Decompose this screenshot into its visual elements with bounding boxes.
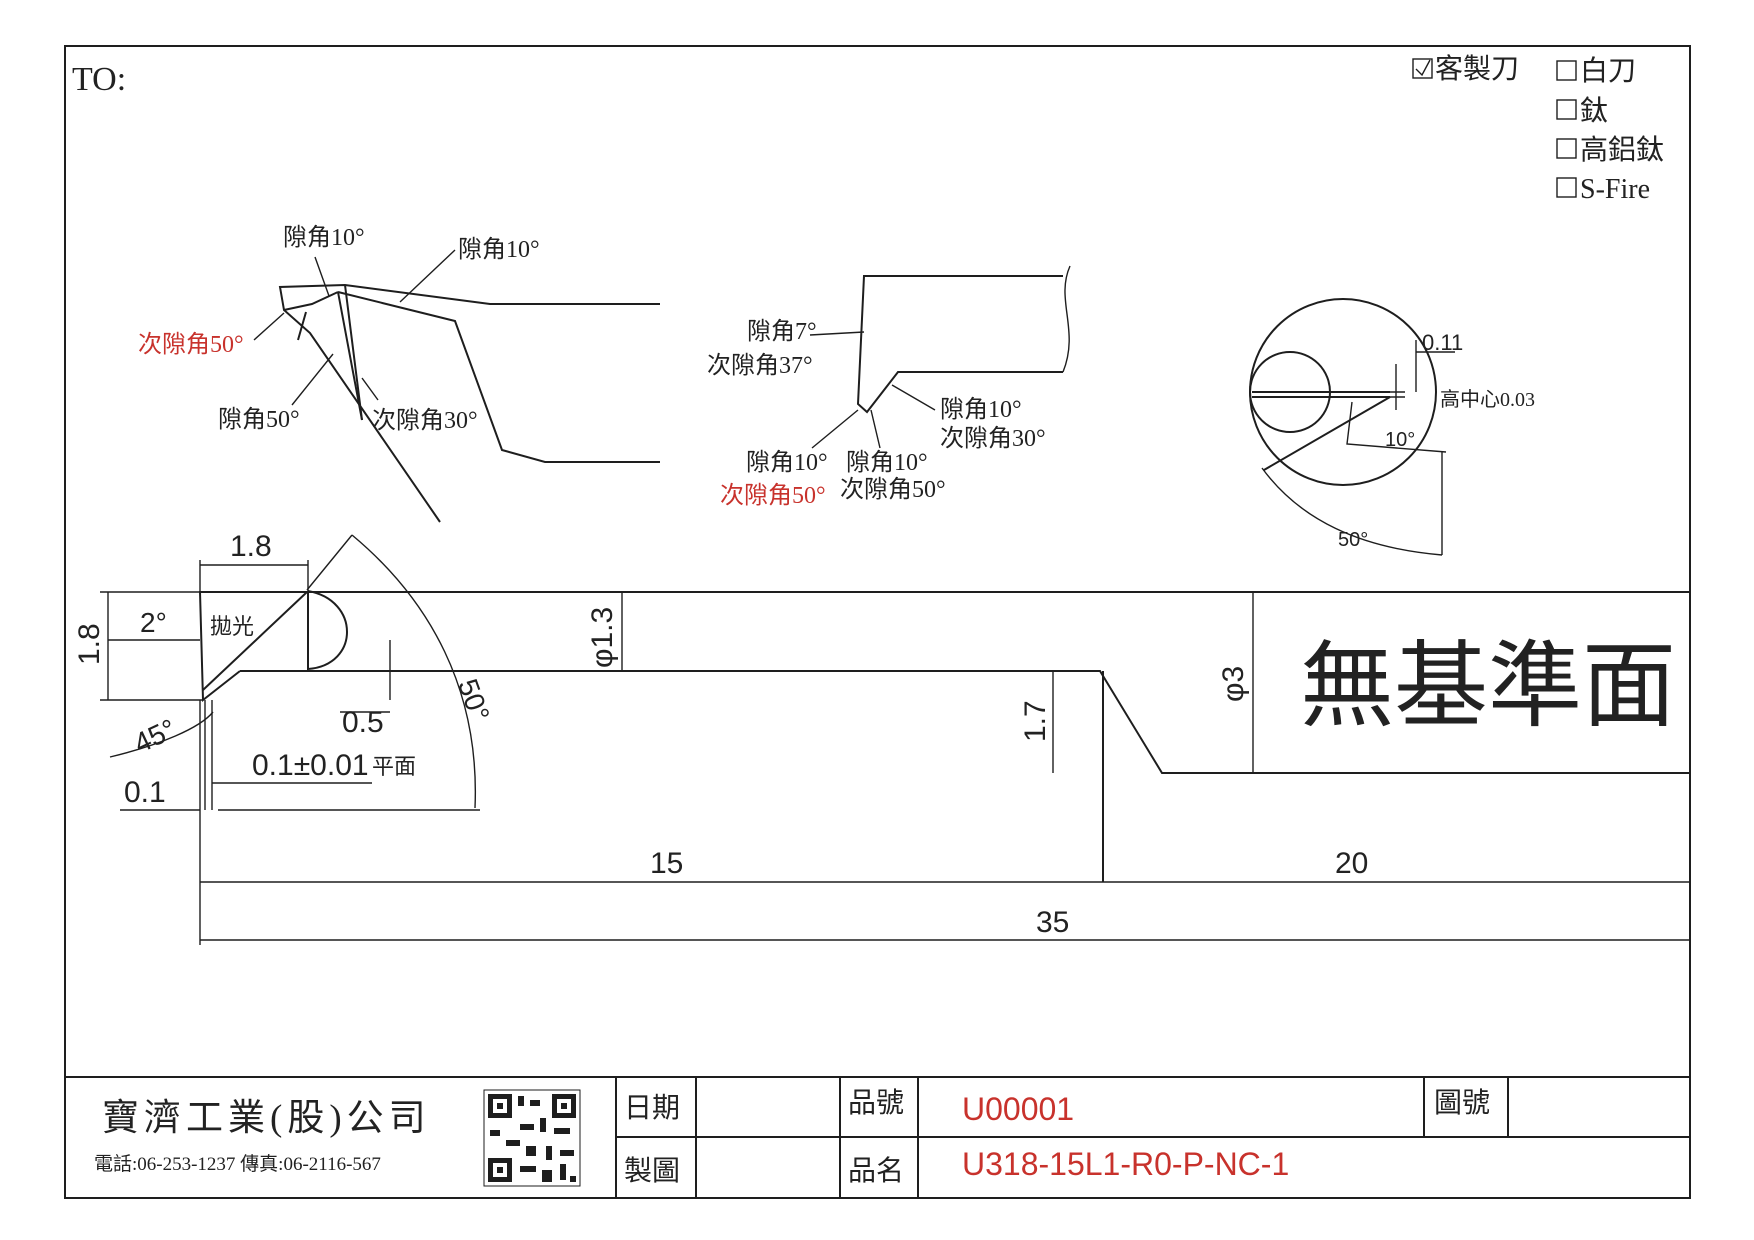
chamfer-line — [202, 591, 308, 691]
len-15: 15 — [650, 847, 683, 880]
dim-01-tol: 0.1±0.01 — [252, 749, 369, 782]
label-high-center: 高中心0.03 — [1440, 388, 1535, 411]
option-titanium[interactable]: 鈦 — [1556, 95, 1608, 126]
dim-17: 1.7 — [1019, 700, 1052, 742]
label-sub-clearance-30: 次隙角30° — [372, 407, 478, 434]
angle-50-dim — [1261, 452, 1443, 556]
flat-label: 平面 — [372, 754, 416, 779]
polish-label: 拋光 — [210, 614, 254, 639]
label-sub-clearance-50: 次隙角50° — [138, 331, 244, 358]
label-angle-10: 10° — [1385, 429, 1415, 451]
leader-line — [891, 384, 936, 411]
dim-011-line — [1415, 340, 1455, 392]
option-label: 高鋁鈦 — [1580, 134, 1664, 165]
angle-45-arc — [109, 711, 214, 758]
label-sub-clearance-50-red: 次隙角50° — [720, 482, 826, 509]
dim-01: 0.1 — [124, 776, 166, 809]
drawing-frame — [64, 45, 1691, 1199]
tip-inner-line — [297, 291, 363, 421]
dia-3: φ3 — [1217, 666, 1250, 702]
label-clearance-10-left: 隙角10° — [746, 449, 828, 476]
front-outline — [856, 275, 1063, 414]
label-dim-011: 0.11 — [1422, 330, 1463, 355]
label-clearance-50: 隙角50° — [218, 406, 300, 433]
checkbox-icon[interactable] — [1556, 99, 1577, 120]
option-label: 鈦 — [1580, 95, 1608, 126]
checkbox-icon[interactable] — [1556, 138, 1577, 159]
checkbox-icon[interactable] — [1412, 58, 1433, 79]
tip-outline — [278, 283, 660, 523]
label-sub-clearance-37: 次隙角37° — [707, 352, 813, 379]
company-name: 寶濟工業(股)公司 — [102, 1097, 431, 1139]
checkbox-icon[interactable] — [1556, 177, 1577, 198]
label-clearance-10-center: 隙角10° — [846, 449, 928, 476]
no-datum-label: 無基準面 — [1300, 633, 1676, 738]
dia-13: φ1.3 — [586, 607, 619, 668]
leader-line — [253, 312, 285, 341]
len-35: 35 — [1036, 906, 1069, 939]
dim-line — [199, 700, 1690, 945]
label-clearance-7: 隙角7° — [747, 318, 817, 345]
angle-50-arc — [306, 534, 477, 809]
option-label: 白刀 — [1580, 55, 1636, 86]
middle-front-view: 隙角7° 次隙角37° 隙角10° 次隙角30° 隙角10° 次隙角50° 隙角… — [707, 265, 1071, 509]
body-outline — [198, 591, 1690, 774]
checkbox-icon[interactable] — [1556, 60, 1577, 81]
option-label: 客製刀 — [1435, 53, 1519, 84]
cutting-edge — [1252, 391, 1391, 471]
leader-line — [361, 377, 379, 401]
label-clearance-10-right: 隙角10° — [940, 396, 1022, 423]
len-20: 20 — [1335, 847, 1368, 880]
leader-line — [811, 409, 859, 449]
label-angle-50: 50° — [1338, 529, 1368, 551]
polish-arc — [307, 590, 348, 671]
leader-line — [809, 331, 865, 336]
dim-18-top: 1.8 — [230, 530, 272, 563]
title-block-grid — [65, 1076, 1690, 1198]
right-end-view: 0.11 高中心0.03 10° 50° — [1249, 298, 1535, 556]
option-custom-tool[interactable]: 客製刀 — [1412, 53, 1519, 84]
date-label: 日期 — [624, 1092, 680, 1123]
angle-10-dim — [1346, 401, 1447, 453]
part-no-label: 品號 — [848, 1087, 904, 1118]
dim-18-left: 1.8 — [73, 623, 106, 665]
leader-line — [314, 256, 330, 297]
title-block: 寶濟工業(股)公司 電話:06-253-1237 傳真:06-2116-567 … — [65, 1076, 1690, 1198]
leader-line — [291, 353, 334, 406]
leader-line — [399, 249, 456, 303]
option-s-fire[interactable]: S-Fire — [1556, 174, 1650, 205]
company-contact: 電話:06-253-1237 傳真:06-2116-567 — [94, 1153, 381, 1175]
checkmark-icon — [1415, 59, 1431, 77]
drawing-no-label: 圖號 — [1434, 1087, 1490, 1118]
part-no-value: U00001 — [962, 1091, 1074, 1127]
angle-45: 45° — [129, 713, 180, 759]
label-clearance-10b: 隙角10° — [458, 236, 540, 263]
break-line — [1062, 265, 1071, 373]
to-label: TO: — [72, 61, 126, 98]
dim-line — [204, 700, 372, 810]
option-high-al-titanium[interactable]: 高鋁鈦 — [1556, 134, 1664, 165]
drawn-label: 製圖 — [624, 1155, 680, 1186]
label-sub-clearance-50: 次隙角50° — [840, 476, 946, 503]
option-white-tool[interactable]: 白刀 — [1556, 55, 1636, 86]
dim-line — [199, 560, 309, 592]
options-checklist: 客製刀 白刀 鈦 高鋁鈦 S-Fire — [1412, 53, 1664, 205]
leader-line — [870, 409, 881, 449]
dim-line — [100, 591, 203, 701]
part-name-label: 品名 — [848, 1155, 904, 1186]
label-clearance-10a: 隙角10° — [283, 224, 365, 251]
angle-2: 2° — [140, 607, 167, 638]
option-label: S-Fire — [1580, 174, 1650, 205]
part-name-value: U318-15L1-R0-P-NC-1 — [962, 1146, 1289, 1182]
center-height-dim — [1390, 364, 1405, 410]
label-sub-clearance-30: 次隙角30° — [940, 425, 1046, 452]
dim-05: 0.5 — [342, 706, 384, 739]
angle-50: 50° — [452, 675, 496, 725]
left-tip-view: 隙角10° 隙角10° 次隙角50° 隙角50° 次隙角30° — [138, 224, 660, 523]
main-side-view: 1.8 1.8 2° 拋光 φ1.3 50° 45° 0.5 0.1±0.01 … — [73, 530, 1690, 945]
dim-line — [340, 640, 391, 713]
qr-code-icon — [483, 1089, 581, 1187]
